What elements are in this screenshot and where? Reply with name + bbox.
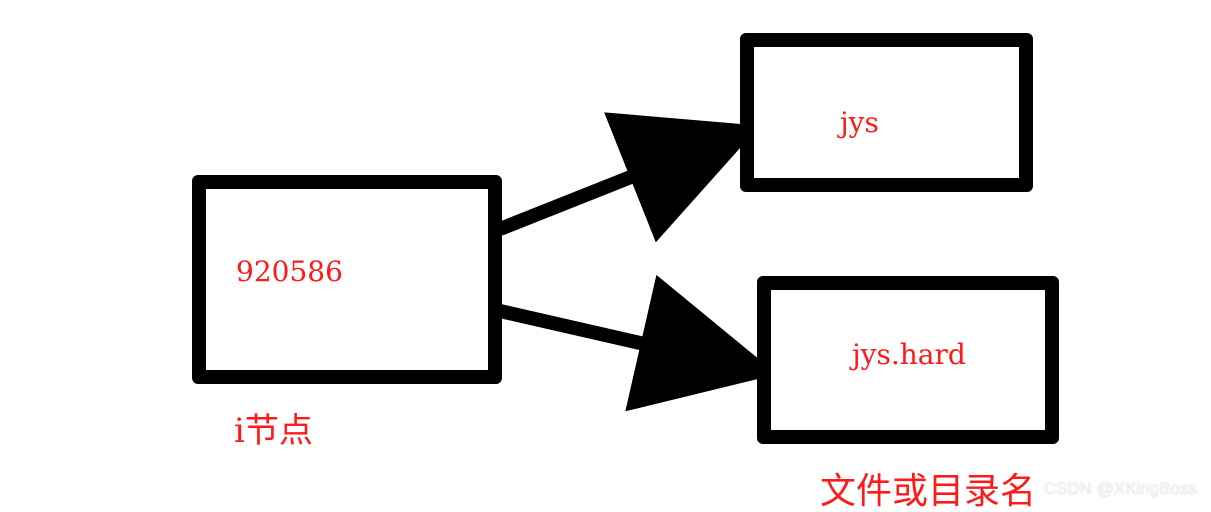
file-name-jys-hard: jys.hard [852,338,966,371]
inode-number: 920586 [236,255,343,288]
file-name-box-jys-hard [757,276,1059,444]
arrow-to-jys [497,112,761,243]
inode-box [192,175,502,384]
names-caption: 文件或目录名 [820,471,1037,512]
watermark: CSDN @XKingBoss [1043,479,1197,498]
arrow-to-jys-hard [498,274,778,412]
file-name-jys: jys [840,106,879,139]
file-name-box-jys [740,33,1033,192]
inode-caption: i节点 [234,411,313,451]
